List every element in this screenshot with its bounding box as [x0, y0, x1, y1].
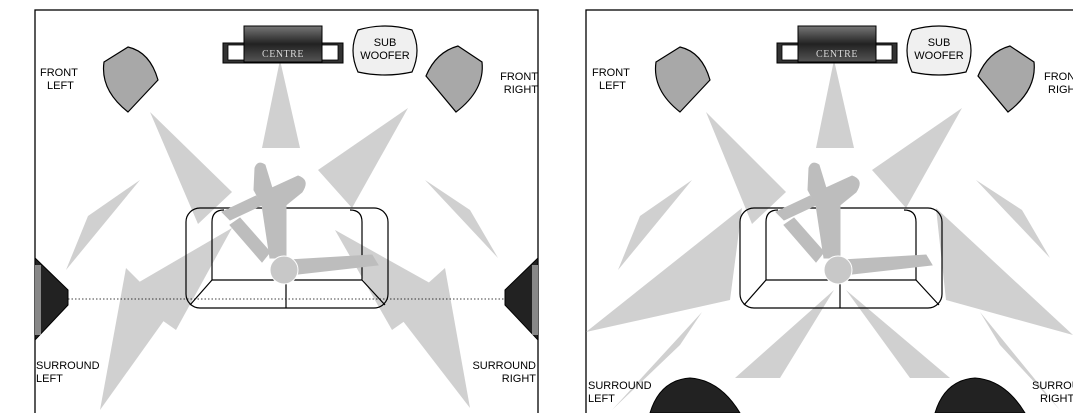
subwoofer-label-line1: SUB	[928, 37, 951, 49]
sound-cones	[66, 60, 498, 410]
front-left-label-line2: LEFT	[599, 80, 626, 92]
front-right-label-line1: FRONT	[1044, 71, 1073, 83]
room-outline	[585, 9, 1073, 413]
front-right-label-line2: RIGHT	[504, 84, 539, 96]
front-right-speaker: FRONT RIGHT	[977, 45, 1073, 113]
layout-panel-left: CENTRE SUB WOOFER FRONT LEFT FRONT RIGHT	[34, 9, 539, 413]
sofa	[739, 207, 943, 309]
front-left-label-line2: LEFT	[47, 80, 74, 92]
surround-left-speaker: SURROUND LEFT	[588, 377, 741, 413]
layout-panel-right: CENTRE SUB WOOFER FRONT LEFT FRONT RIGHT	[585, 9, 1073, 413]
listener-figure	[221, 162, 379, 285]
front-left-label-line1: FRONT	[40, 67, 78, 79]
subwoofer: SUB WOOFER	[906, 25, 972, 76]
surround-right-speaker: SURROUND RIGHT	[472, 256, 539, 385]
centre-speaker: CENTRE	[222, 25, 344, 64]
surround-right-speaker: SURROUND RIGHT	[934, 377, 1073, 413]
sound-cones	[586, 60, 1073, 410]
front-right-speaker: FRONT RIGHT	[425, 45, 539, 113]
subwoofer-label-line2: WOOFER	[914, 50, 964, 62]
front-left-speaker: FRONT LEFT	[40, 46, 159, 113]
front-right-label-line1: FRONT	[500, 71, 538, 83]
surround-left-label-line1: SURROUND	[36, 360, 100, 372]
subwoofer-label-line1: SUB	[374, 37, 397, 49]
room-outline	[34, 9, 539, 413]
surround-left-speaker: SURROUND LEFT	[34, 256, 100, 385]
front-left-speaker: FRONT LEFT	[592, 46, 711, 113]
surround-left-label-line2: LEFT	[36, 373, 63, 385]
subwoofer-label-line2: WOOFER	[360, 50, 410, 62]
listener-figure	[775, 162, 933, 285]
centre-label: CENTRE	[816, 49, 858, 60]
surround-left-label-line1: SURROUND	[588, 380, 652, 392]
centre-label: CENTRE	[262, 49, 304, 60]
front-right-label-line2: RIGHT	[1048, 84, 1073, 96]
subwoofer: SUB WOOFER	[352, 25, 418, 76]
surround-right-label-line2: RIGHT	[502, 373, 537, 385]
surround-right-label-line2: RIGHT	[1040, 393, 1073, 405]
front-left-label-line1: FRONT	[592, 67, 630, 79]
surround-left-label-line2: LEFT	[588, 393, 615, 405]
surround-right-label-line1: SURROUND	[1032, 380, 1073, 392]
centre-speaker: CENTRE	[776, 25, 898, 64]
surround-right-label-line1: SURROUND	[472, 360, 536, 372]
